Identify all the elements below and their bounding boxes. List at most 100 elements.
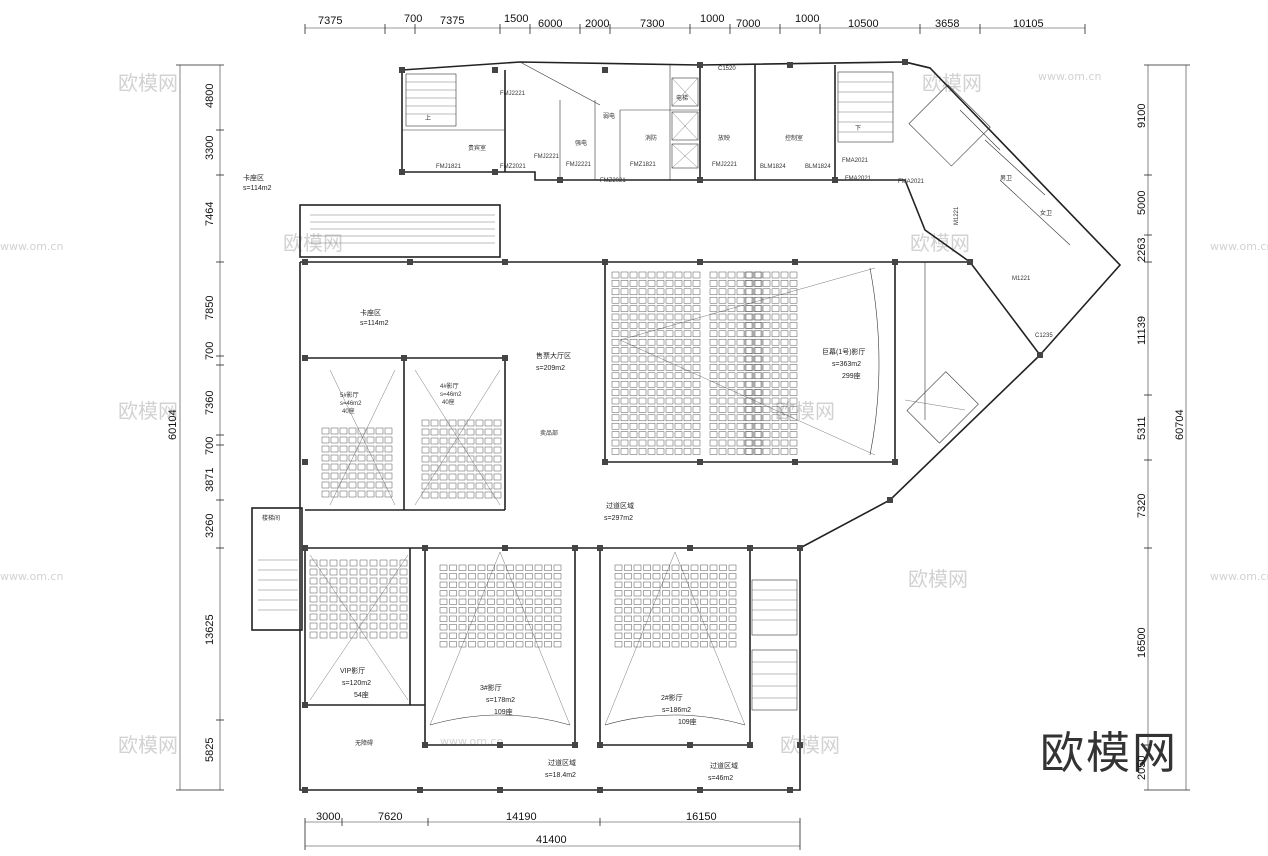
dim-bottom-4: 16150 — [686, 811, 717, 823]
seat — [457, 428, 466, 436]
seat — [321, 481, 330, 489]
seat — [647, 355, 656, 363]
seat — [656, 280, 665, 287]
seat — [789, 280, 798, 287]
seat — [718, 422, 727, 430]
seat — [719, 573, 727, 580]
seat — [728, 590, 737, 597]
seat — [421, 446, 430, 454]
seat — [624, 615, 632, 622]
seat — [553, 641, 562, 648]
seat — [506, 581, 514, 588]
hall-1-label: 巨幕(1号)影厅 — [822, 347, 866, 356]
seat — [384, 445, 393, 453]
seat — [309, 559, 318, 567]
seat — [379, 631, 388, 639]
seat — [789, 338, 798, 346]
door-tag: FMJ2221 — [566, 162, 592, 168]
seat — [662, 615, 670, 622]
seat — [753, 406, 762, 413]
seat — [753, 296, 762, 304]
seat — [449, 598, 457, 605]
seat — [614, 590, 623, 597]
seat — [728, 598, 737, 605]
dimension-left: 4800 3300 7464 7850 700 7360 700 3871 32… — [167, 64, 224, 791]
seat — [638, 338, 647, 346]
seat — [477, 590, 486, 597]
seat — [665, 313, 674, 321]
dim-right-total: 60704 — [1174, 409, 1186, 440]
seat — [709, 406, 718, 413]
seat — [448, 473, 457, 481]
seat — [496, 615, 505, 622]
stair-label: 楼梯间 — [262, 514, 280, 522]
seat — [633, 598, 642, 605]
column — [787, 787, 793, 793]
seat — [458, 607, 467, 614]
seat — [624, 607, 632, 614]
seat — [692, 305, 701, 312]
seat — [692, 271, 701, 279]
seat — [614, 615, 623, 622]
seat — [359, 595, 368, 603]
seat — [389, 595, 398, 603]
seat — [369, 622, 378, 630]
seat — [389, 559, 398, 567]
dim-right-6: 7320 — [1136, 494, 1148, 518]
seat — [656, 330, 665, 338]
dim-left-5: 700 — [204, 342, 216, 360]
seat — [718, 414, 727, 422]
seat — [439, 455, 448, 463]
seat — [656, 397, 665, 405]
door-tag: FMJ2221 — [500, 91, 526, 97]
lobby-area: s=209m2 — [536, 365, 565, 372]
seat — [329, 586, 338, 594]
seat — [620, 448, 629, 455]
door-tag: FMJ2221 — [712, 162, 738, 168]
seat — [656, 313, 665, 321]
transit-area: s=297m2 — [604, 515, 633, 522]
seat — [744, 305, 753, 312]
seat — [692, 431, 701, 438]
seat — [656, 355, 665, 363]
seat — [736, 439, 745, 447]
seat — [496, 590, 505, 597]
seat — [789, 439, 798, 447]
seat — [477, 598, 486, 605]
seat — [736, 397, 745, 405]
seat — [611, 380, 620, 388]
seat — [718, 330, 727, 338]
seat — [620, 296, 629, 304]
seat — [736, 347, 745, 354]
seat — [620, 280, 629, 287]
seat — [399, 604, 408, 612]
seat — [329, 604, 338, 612]
seat — [611, 439, 620, 447]
door-tag: FMA2021 — [845, 176, 872, 182]
seat — [484, 437, 493, 445]
dim-left-6: 7360 — [204, 391, 216, 415]
door-tag: M1221 — [1012, 276, 1031, 282]
seat — [357, 490, 366, 498]
seat — [611, 347, 620, 354]
seat — [789, 414, 798, 422]
seat — [709, 364, 718, 371]
seat — [366, 481, 375, 489]
seat — [430, 473, 439, 481]
seat — [736, 330, 745, 338]
seat — [384, 436, 393, 444]
seat — [389, 631, 398, 639]
seat — [671, 641, 680, 648]
seat — [421, 482, 430, 490]
seat — [652, 615, 661, 622]
seat — [629, 439, 638, 447]
seat — [484, 491, 493, 499]
seat — [468, 641, 476, 648]
seat — [662, 573, 670, 580]
seat — [753, 380, 762, 388]
seat — [448, 446, 457, 454]
seat — [620, 364, 629, 371]
seat — [457, 464, 466, 472]
seat — [496, 607, 505, 614]
seat — [319, 559, 328, 567]
